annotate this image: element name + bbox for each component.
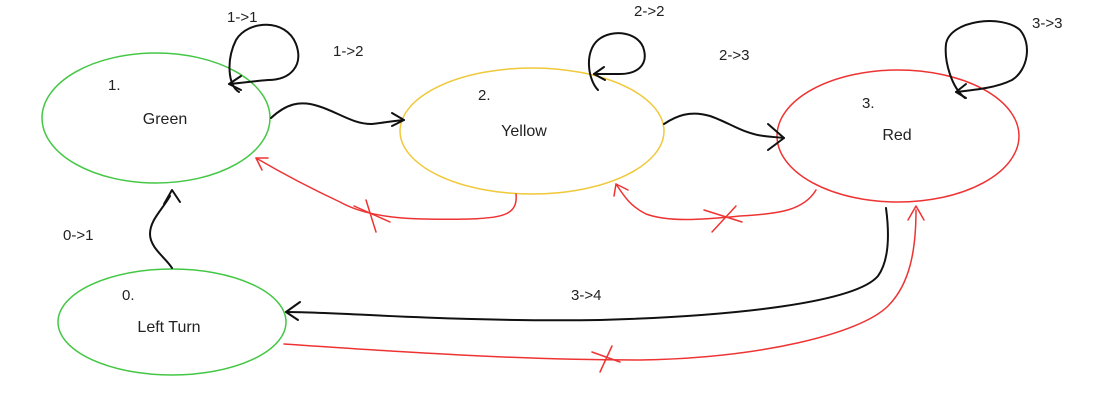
state-green-number: 1. — [108, 77, 121, 94]
self-loop-green — [228, 23, 300, 93]
arrowhead-1-1 — [228, 75, 242, 91]
state-left-turn-name: Left Turn — [137, 319, 200, 336]
self-loop-yellow — [588, 32, 646, 91]
transition-3-4: 3->4 — [285, 207, 889, 322]
label-0-1: 0->1 — [63, 227, 93, 244]
state-red-ellipse — [776, 69, 1020, 203]
transition-0-1: 0->1 — [63, 189, 181, 269]
arrowhead-3-4 — [285, 301, 301, 321]
arrowhead-1-2 — [391, 112, 405, 127]
arrow-yellow-to-red — [663, 112, 785, 139]
cross-mark-0-3 — [591, 345, 621, 373]
state-red-number: 3. — [862, 95, 875, 112]
cross-mark-3-2 — [703, 205, 743, 233]
arrowhead-2-1 — [255, 157, 269, 171]
transition-0-3-invalid — [283, 205, 925, 373]
state-left-turn: 0. Left Turn — [57, 268, 287, 376]
arrowhead-2-2 — [593, 66, 606, 81]
state-yellow-name: Yellow — [501, 123, 547, 140]
state-yellow-number: 2. — [478, 87, 491, 104]
arrow-yellow-to-green-crossed — [255, 157, 517, 221]
label-1-2: 1->2 — [333, 43, 363, 60]
transition-2-1-invalid — [255, 157, 517, 233]
transition-2-2: 2->2 — [588, 3, 664, 91]
arrowhead-0-1 — [163, 189, 181, 205]
label-2-2: 2->2 — [634, 3, 664, 20]
arrowhead-3-2 — [613, 183, 629, 197]
state-yellow-ellipse — [399, 67, 665, 195]
state-yellow: 2. Yellow — [399, 67, 665, 195]
label-2-3: 2->3 — [719, 47, 749, 64]
arrow-red-to-yellow-crossed — [615, 183, 817, 221]
cross-mark-2-1 — [353, 199, 391, 233]
state-left-turn-ellipse — [57, 268, 287, 376]
arrow-red-to-left-turn — [285, 207, 889, 322]
arrowhead-2-3 — [767, 123, 785, 151]
transition-3-2-invalid — [613, 183, 817, 233]
arrow-left-turn-to-green — [149, 195, 173, 269]
label-1-1: 1->1 — [227, 9, 257, 26]
state-green: 1. Green — [41, 52, 271, 184]
label-3-3: 3->3 — [1032, 15, 1062, 32]
arrow-green-to-yellow — [270, 102, 405, 125]
arrowhead-3-3 — [955, 83, 967, 99]
arrowhead-0-3 — [907, 205, 925, 221]
state-left-turn-number: 0. — [122, 287, 135, 304]
transition-1-2: 1->2 — [270, 43, 405, 127]
state-red-name: Red — [882, 127, 911, 144]
label-3-4: 3->4 — [571, 287, 601, 304]
transition-2-3: 2->3 — [663, 47, 785, 151]
transition-1-1: 1->1 — [227, 9, 300, 93]
state-green-name: Green — [143, 111, 187, 128]
transition-3-3: 3->3 — [944, 15, 1062, 99]
arrow-left-turn-to-red-crossed — [283, 209, 917, 361]
self-loop-red — [944, 20, 1028, 99]
state-red: 3. Red — [776, 69, 1020, 203]
